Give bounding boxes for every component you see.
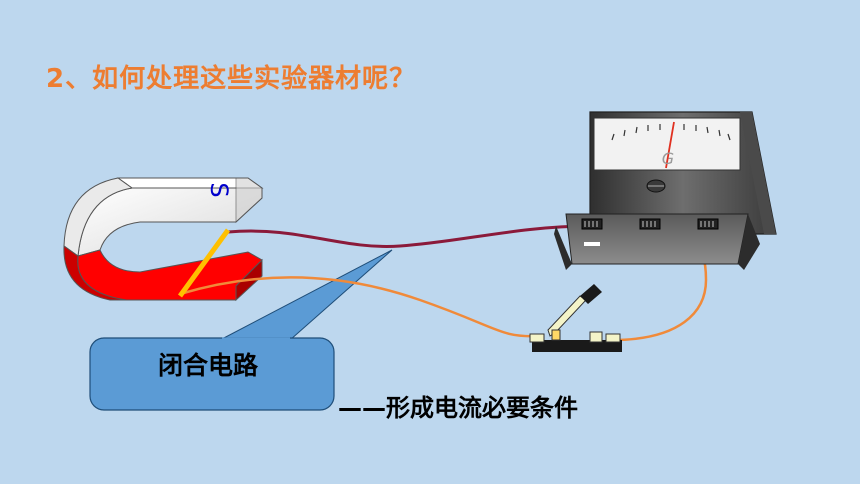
- meter-dial-label: G: [662, 149, 674, 168]
- callout-text: 闭合电路: [158, 351, 259, 380]
- terminal-right: [697, 218, 719, 230]
- meter-needle: [665, 121, 675, 169]
- horseshoe-magnet-icon: [63, 177, 264, 302]
- terminal-middle: [639, 218, 661, 230]
- galvanometer-icon: G: [554, 111, 777, 270]
- knife-switch-icon: [529, 284, 622, 352]
- conductor-rod: [177, 228, 231, 298]
- magnet-pole-label: S: [205, 182, 233, 197]
- caption-text: ——形成电流必要条件: [338, 394, 578, 422]
- callout-bubble: [89, 249, 393, 411]
- wire-dark: [227, 224, 591, 248]
- slide-title: 2、如何处理这些实验器材呢？: [46, 64, 417, 94]
- wire-orange-to-switch: [179, 276, 541, 338]
- terminal-negative: [581, 218, 603, 230]
